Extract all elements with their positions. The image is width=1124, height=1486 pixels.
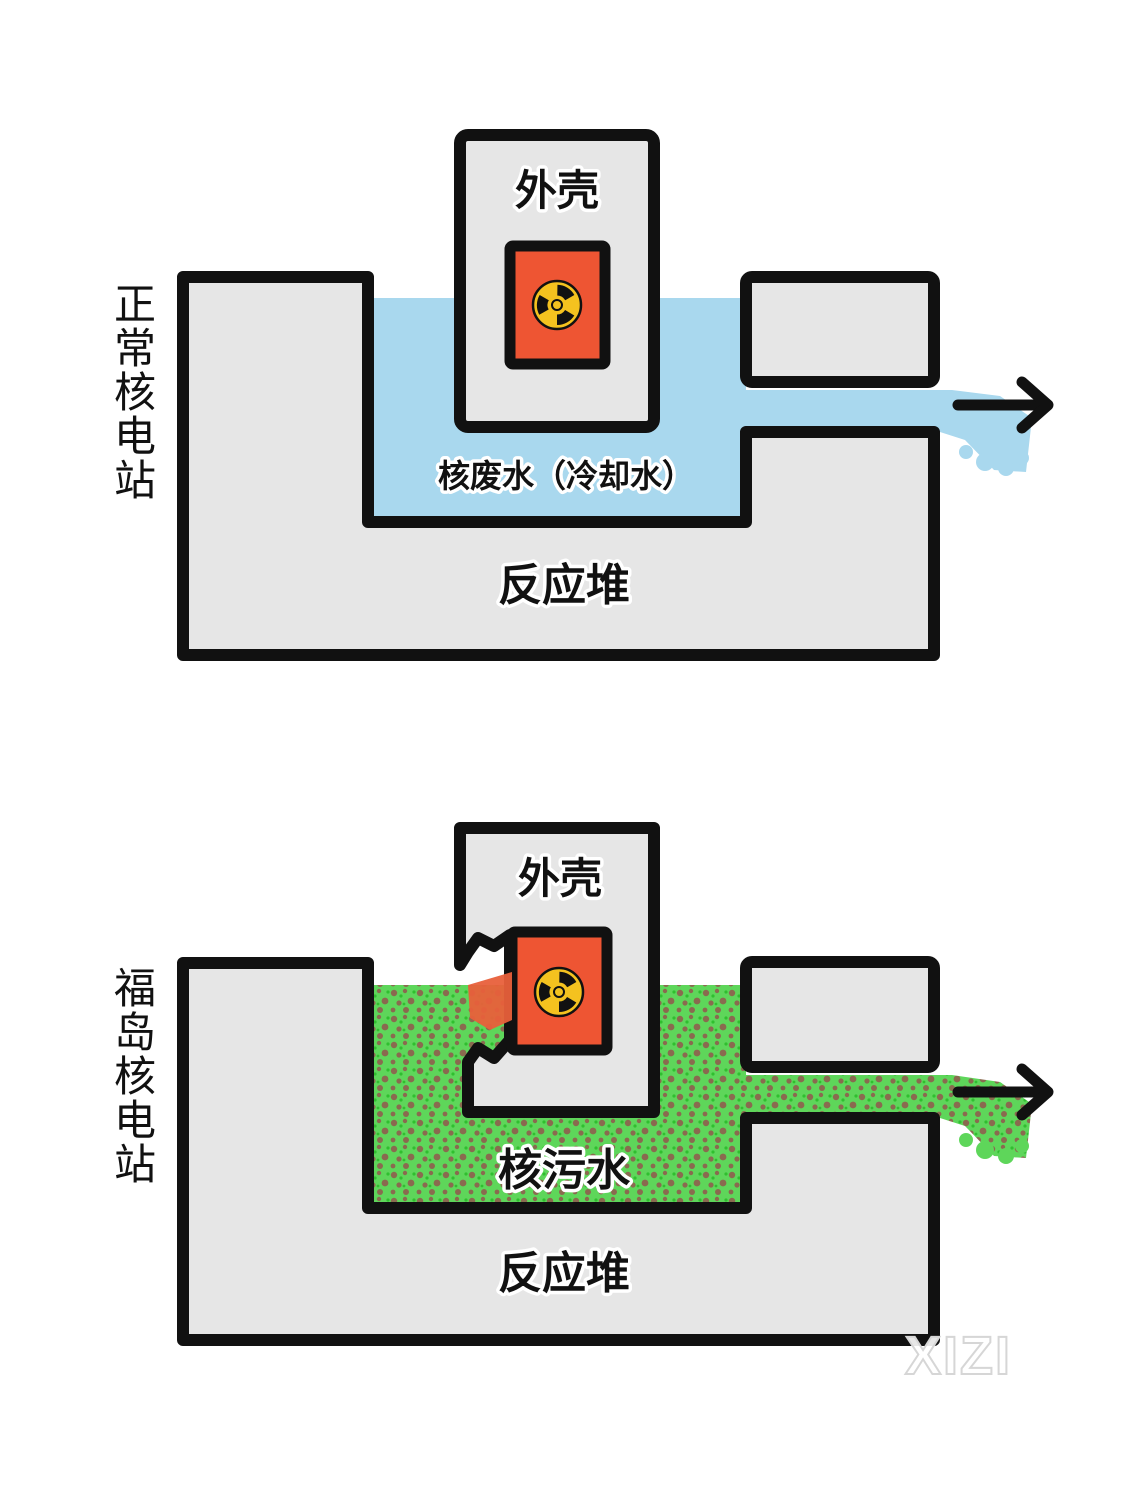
core-leak <box>468 972 512 1030</box>
reactor-body <box>177 957 940 1346</box>
outlet-block <box>740 956 940 1073</box>
water-label: 核污水 <box>498 1145 631 1196</box>
reactor-label: 反应堆 <box>498 1248 630 1299</box>
reactor-body <box>177 271 940 661</box>
watermark: XIZI <box>904 1325 1013 1387</box>
shell-label: 外壳 <box>518 854 602 903</box>
water-drip <box>959 445 1029 476</box>
normal-plant-label: 正常核电站 <box>113 280 156 505</box>
contaminated-drip <box>959 1133 1029 1164</box>
radiation-icon <box>533 966 585 1018</box>
reactor-label: 反应堆 <box>498 560 630 611</box>
radiation-icon <box>531 279 583 331</box>
arrow-right-icon <box>952 376 1054 434</box>
water-label: 核废水（冷却水） <box>438 457 694 495</box>
fukushima-plant-label: 福岛核电站 <box>113 964 156 1189</box>
shell-label: 外壳 <box>515 166 599 215</box>
arrow-right-icon <box>952 1063 1054 1121</box>
outlet-block <box>740 271 940 388</box>
